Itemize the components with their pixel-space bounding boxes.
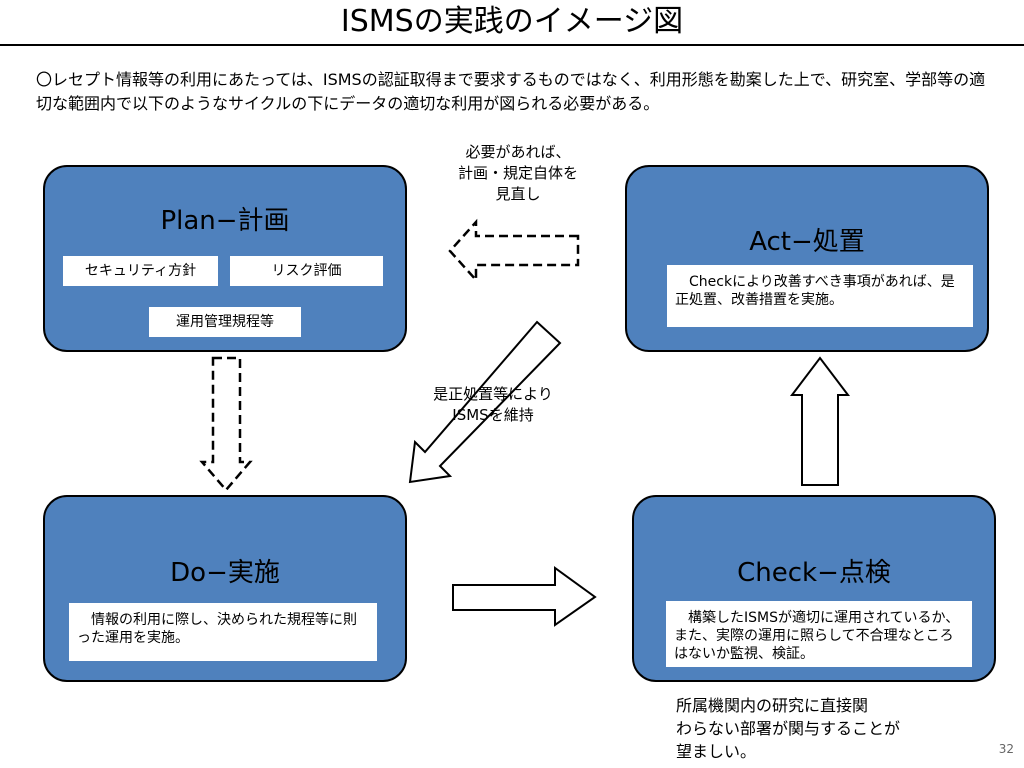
act-to-do-arrow-icon — [408, 320, 562, 484]
check-box: Check−点検 構築したISMSが適切に運用されているか、また、実際の運用に照… — [632, 495, 996, 682]
review-note: 必要があれば、 計画・規定自体を 見直し — [418, 142, 618, 205]
maintain-note-line: 是正処置等により — [433, 385, 553, 403]
footer-note-line: 所属機関内の研究に直接関 — [676, 696, 869, 715]
plan-item-risk-assessment: リスク評価 — [230, 256, 383, 286]
page-number: 32 — [998, 742, 1014, 756]
footer-note: 所属機関内の研究に直接関 わらない部署が関与することが 望ましい。 — [676, 694, 966, 763]
title-divider — [0, 44, 1024, 46]
check-description: 構築したISMSが適切に運用されているか、また、実際の運用に照らして不合理なとこ… — [666, 601, 972, 667]
do-title: Do−実施 — [170, 558, 280, 588]
do-description: 情報の利用に際し、決められた規程等に則った運用を実施。 — [69, 603, 377, 661]
do-box: Do−実施 情報の利用に際し、決められた規程等に則った運用を実施。 — [43, 495, 407, 682]
maintain-note: 是正処置等により ISMSを維持 — [408, 384, 578, 426]
do-to-check-arrow-icon — [452, 566, 597, 627]
check-title: Check−点検 — [737, 558, 891, 588]
plan-box: Plan−計画 セキュリティ方針 リスク評価 運用管理規程等 — [43, 165, 407, 352]
plan-to-do-arrow-icon — [199, 356, 253, 492]
act-title: Act−処置 — [749, 227, 865, 257]
act-box: Act−処置 Checkにより改善すべき事項があれば、是正処置、改善措置を実施。 — [625, 165, 989, 352]
review-note-line: 見直し — [495, 185, 541, 203]
review-arrow-icon — [448, 218, 580, 284]
footer-note-line: 望ましい。 — [676, 742, 757, 761]
page-title: ISMSの実践のイメージ図 — [340, 4, 684, 39]
plan-item-security-policy: セキュリティ方針 — [63, 256, 218, 286]
maintain-note-line: ISMSを維持 — [452, 406, 534, 424]
intro-text: 〇レセプト情報等の利用にあたっては、ISMSの認証取得まで要求するものではなく、… — [36, 70, 986, 113]
footer-note-line: わらない部署が関与することが — [676, 719, 901, 738]
review-note-line: 計画・規定自体を — [457, 164, 578, 182]
plan-item-regulations: 運用管理規程等 — [149, 307, 301, 337]
check-to-act-arrow-icon — [789, 356, 851, 486]
act-description: Checkにより改善すべき事項があれば、是正処置、改善措置を実施。 — [667, 265, 973, 327]
review-note-line: 必要があれば、 — [465, 143, 571, 161]
plan-title: Plan−計画 — [160, 206, 290, 236]
